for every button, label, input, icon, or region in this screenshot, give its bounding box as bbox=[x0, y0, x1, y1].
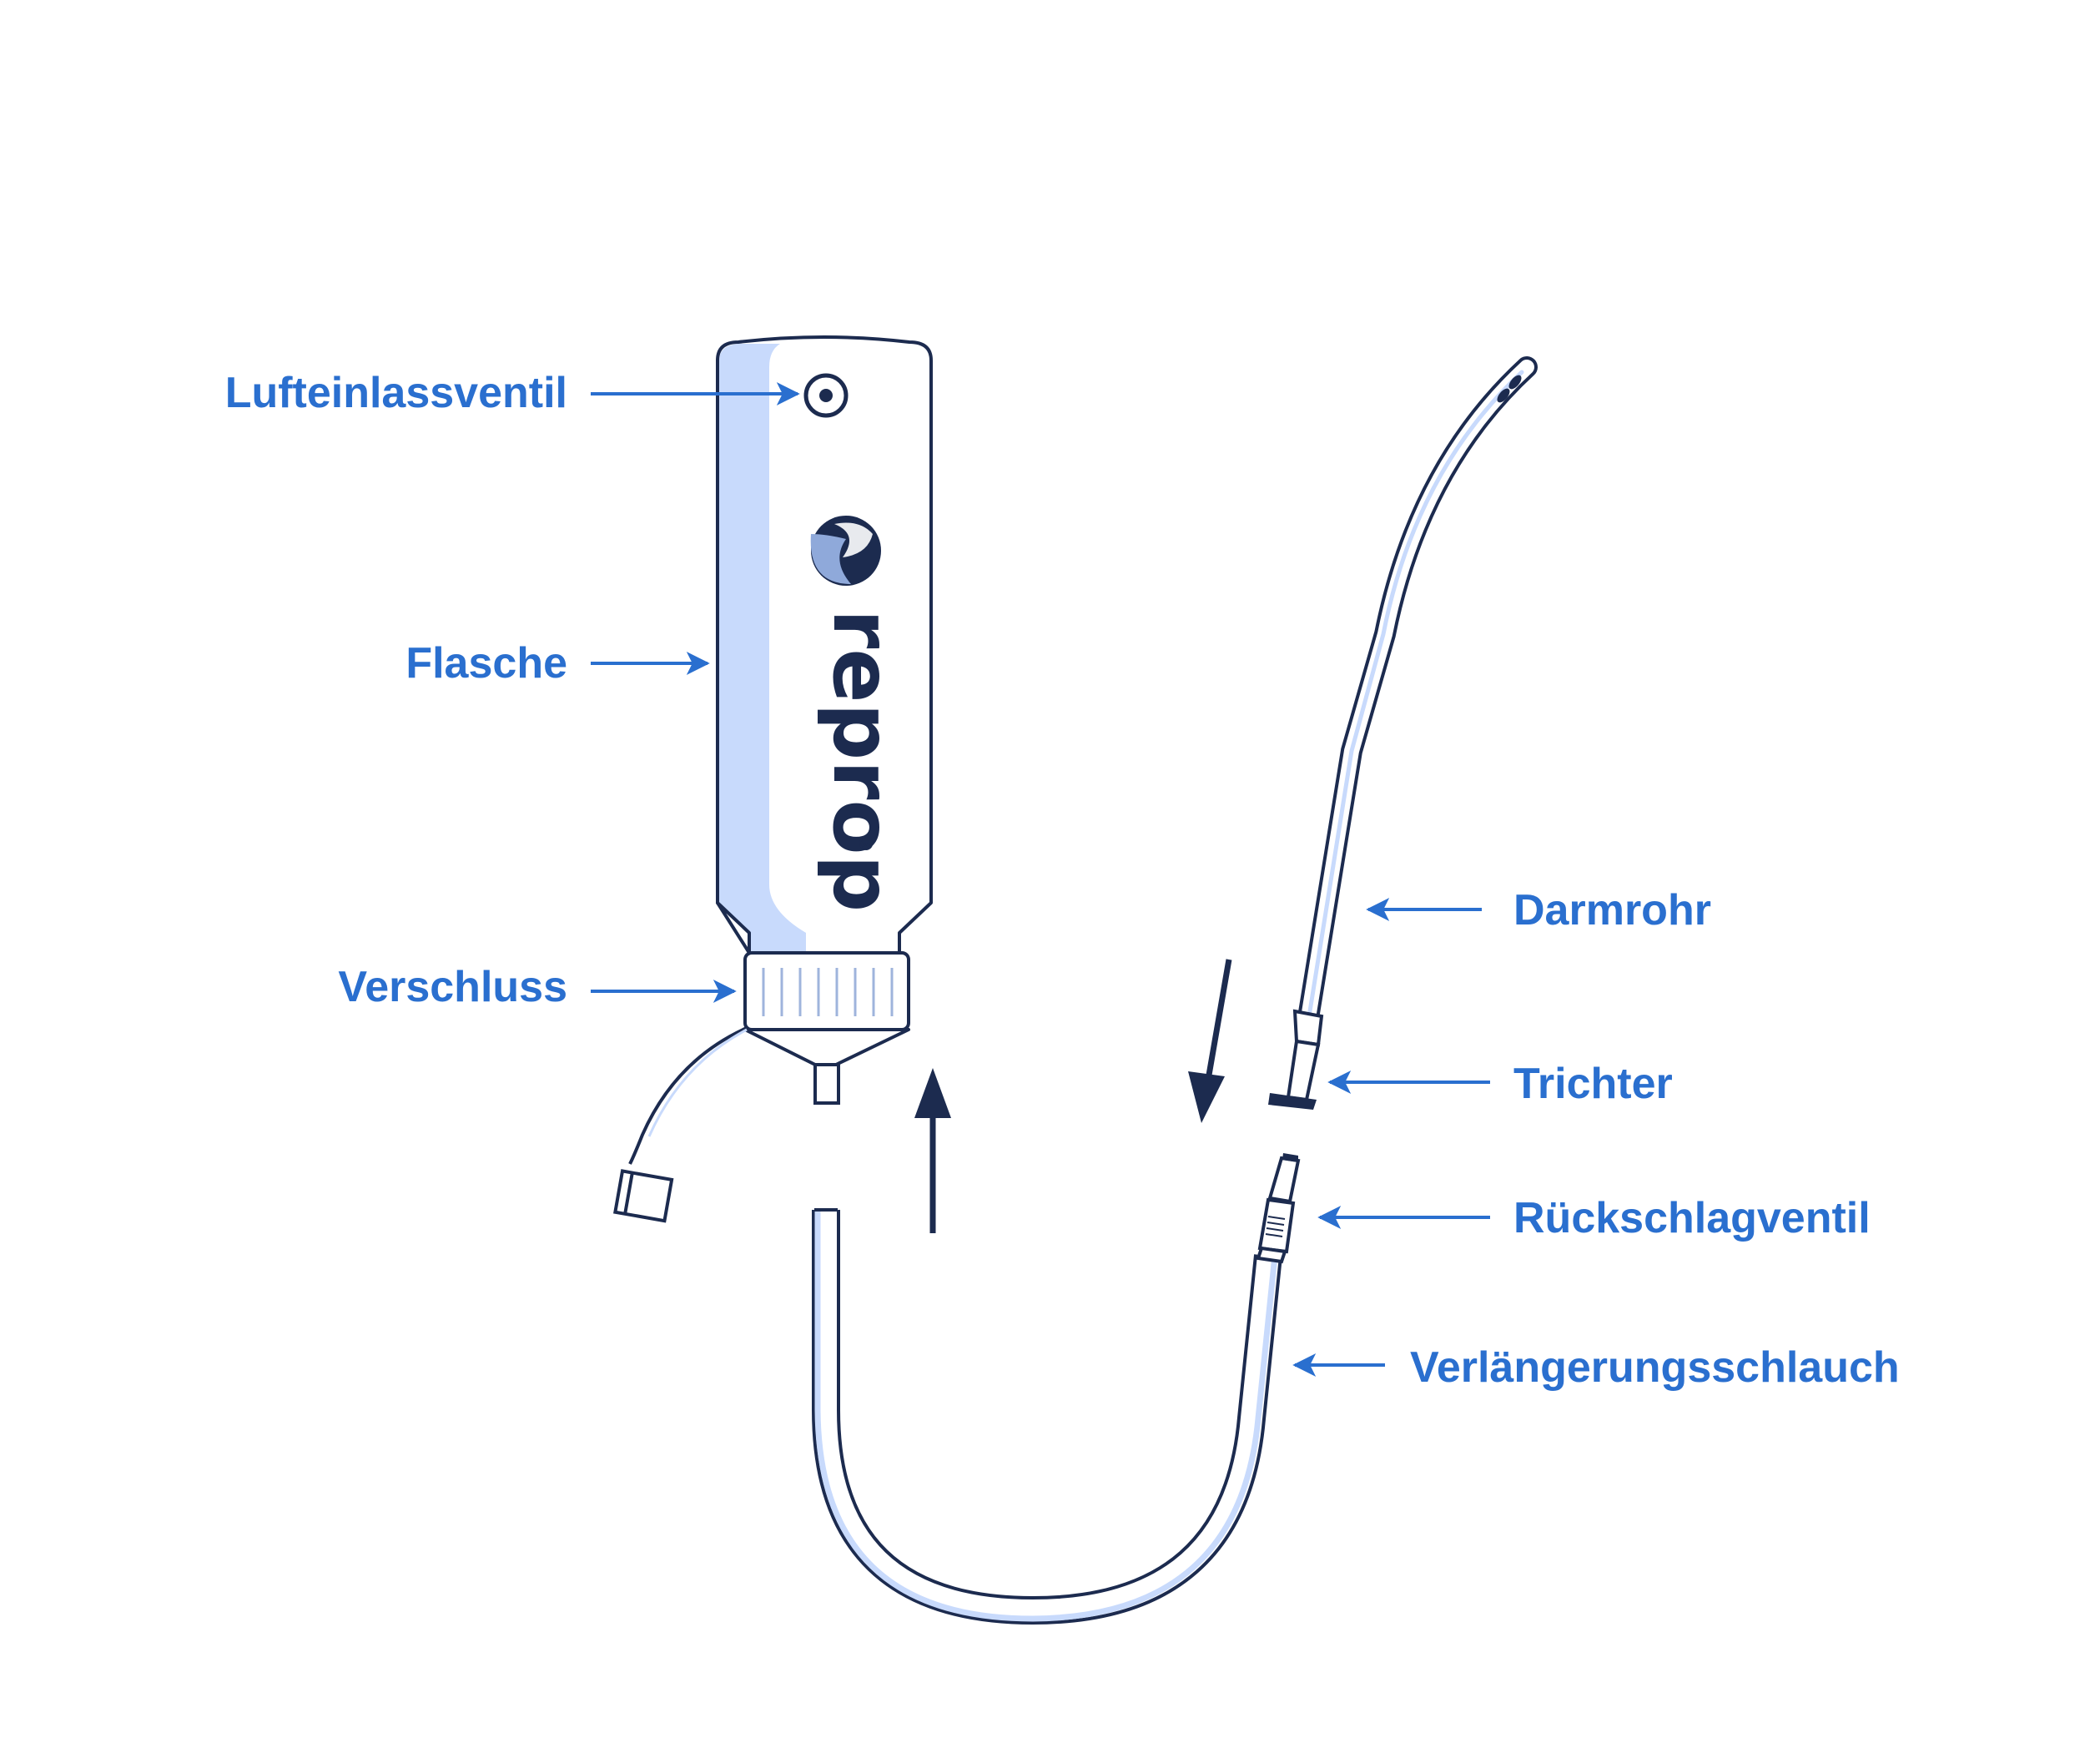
label-cap: Verschluss bbox=[338, 963, 567, 1011]
label-air-valve: Lufteinlassventil bbox=[225, 369, 567, 417]
label-check-valve: Rückschlagventil bbox=[1513, 1194, 1871, 1242]
rectal-tube bbox=[1297, 356, 1538, 1029]
trademark-symbol: ® bbox=[854, 834, 875, 853]
funnel bbox=[1268, 1009, 1324, 1110]
bottle bbox=[716, 335, 933, 955]
label-funnel: Trichter bbox=[1513, 1060, 1673, 1108]
label-group-air-valve: Lufteinlassventil bbox=[225, 369, 800, 417]
label-group-rectal-tube: Darmrohr bbox=[1366, 886, 1711, 934]
label-extension-tube: Verlängerungsschlauch bbox=[1410, 1343, 1900, 1392]
label-group-extension-tube: Verlängerungsschlauch bbox=[1292, 1343, 1900, 1392]
label-group-cap: Verschluss bbox=[338, 963, 737, 1011]
extension-tube bbox=[812, 1208, 1282, 1625]
air-valve-icon bbox=[803, 373, 849, 418]
label-bottle: Flasche bbox=[405, 639, 567, 688]
arrow-up-icon bbox=[914, 1068, 951, 1233]
label-group-bottle: Flasche bbox=[405, 639, 710, 688]
label-group-check-valve: Rückschlagventil bbox=[1317, 1194, 1871, 1242]
reprop-logo-icon bbox=[810, 516, 881, 586]
brand-name: reprop bbox=[815, 609, 909, 912]
label-group-funnel: Trichter bbox=[1327, 1060, 1673, 1108]
check-valve bbox=[1256, 1153, 1301, 1264]
cap bbox=[613, 951, 910, 1223]
arrow-down-icon bbox=[1188, 959, 1232, 1123]
label-rectal-tube: Darmrohr bbox=[1513, 886, 1711, 934]
